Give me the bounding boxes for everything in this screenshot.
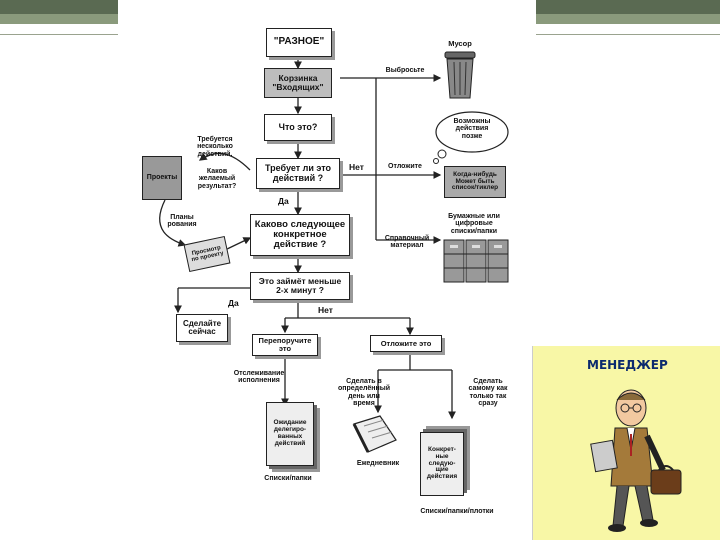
- asap-label: Сделать самому как только так сразу: [468, 378, 508, 408]
- planning-label: Планы рования: [167, 214, 197, 229]
- desired-outcome-label: Каков желаемый результат?: [197, 168, 237, 190]
- defer-box: Отложите это: [370, 335, 442, 352]
- reference-files-label: Бумажные или цифровые списки/папки: [448, 213, 500, 235]
- next-actions-stack: Конкрет- ные следую- щие действия: [420, 432, 464, 496]
- calendar-book-icon: [352, 415, 397, 453]
- calendar-label: Ежедневник: [356, 460, 400, 467]
- do-it-box: Сделайте сейчас: [176, 314, 228, 342]
- reference-label: Справочный материал: [384, 235, 430, 250]
- manager-figure-icon: [590, 389, 682, 532]
- what-is-it-box: Что это?: [264, 114, 332, 141]
- waiting-for-stack: Ожидание делегиро- ванных действий: [266, 402, 314, 466]
- no-label-1: Нет: [349, 162, 364, 172]
- someday-maybe-box: Когда-нибудь Может быть список/тиклер: [444, 166, 506, 198]
- incubate-label: Отложите: [388, 163, 422, 170]
- lists2-label: Списки/папки/плотки: [420, 508, 494, 515]
- no-label-2: Нет: [318, 305, 333, 315]
- maybe-later-label: Возможны действия позже: [453, 118, 491, 140]
- manager-title: МЕНЕДЖЕР: [587, 358, 668, 372]
- thought-cloud-icon: [433, 111, 509, 164]
- delegate-box: Перепоручите это: [252, 334, 318, 356]
- inbox-tray: Корзинка "Входящих": [264, 68, 332, 98]
- stuff-box: "РАЗНОЕ": [266, 28, 332, 57]
- requires-action-box: Требует ли это действий ?: [256, 158, 340, 189]
- yes-label-1: Да: [278, 196, 289, 206]
- specific-time-label: Сделать в определённый день или время: [337, 378, 391, 408]
- trash-label: Мусор: [448, 39, 472, 48]
- filing-cabinet-icon: [443, 239, 509, 283]
- tracking-label: Отслеживание исполнения: [233, 370, 285, 385]
- two-minutes-box: Это займёт меньше 2-х минут ?: [250, 272, 350, 300]
- projects-box: Проекты: [142, 156, 182, 200]
- trash-can-icon: [444, 51, 476, 99]
- next-action-box: Каково следующее конкретное действие ?: [250, 214, 350, 256]
- manager-card: МЕНЕДЖЕР: [532, 346, 720, 540]
- multi-step-label: Требуется несколько действий.: [197, 136, 233, 158]
- yes-label-2: Да: [228, 298, 239, 308]
- lists1-label: Списки/папки: [264, 475, 312, 482]
- throw-away-label: Выбросьте: [385, 67, 425, 74]
